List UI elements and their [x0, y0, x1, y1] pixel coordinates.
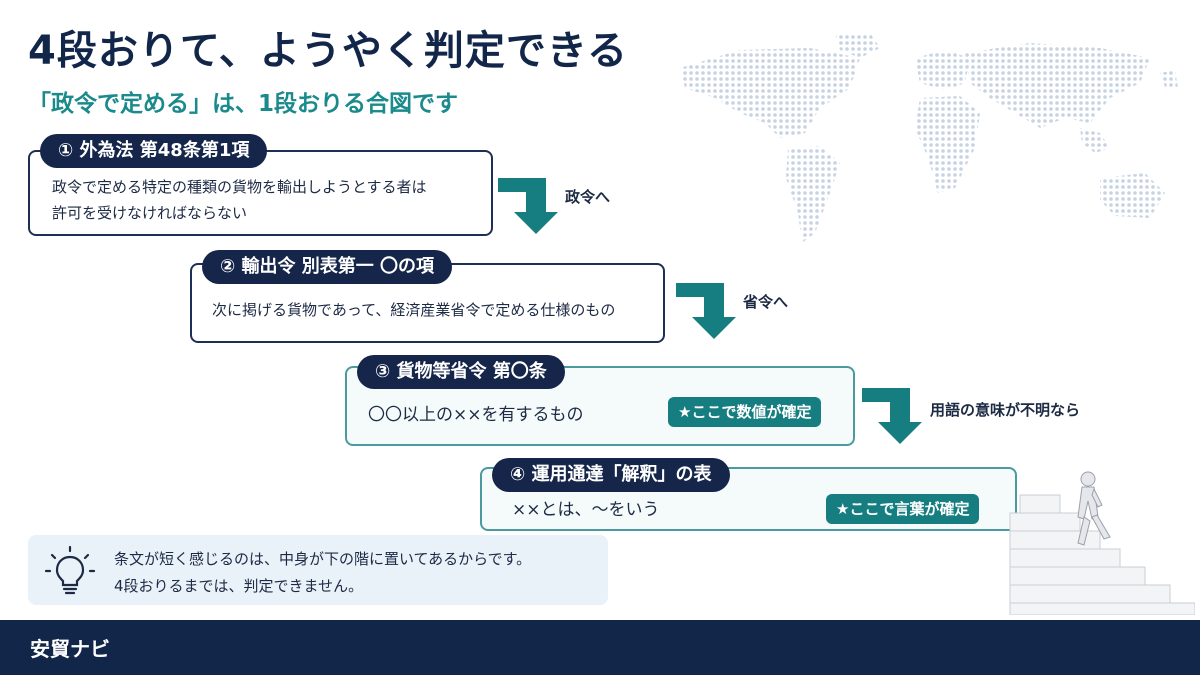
- step-4-badge: ★ここで言葉が確定: [826, 494, 980, 524]
- step-2-text: 次に掲げる貨物であって、経済産業省令で定める仕様のもの: [212, 301, 616, 319]
- step-3-badge: ★ここで数値が確定: [668, 397, 822, 427]
- arrow-label-3: 用語の意味が不明なら: [930, 401, 1081, 419]
- footer-brand: 安貿ナビ: [30, 637, 110, 661]
- arrow-label-1: 政令へ: [565, 188, 611, 206]
- tip-text-line-1: 条文が短く感じるのは、中身が下の階に置いてあるからです。: [114, 550, 532, 568]
- lightbulb-icon: [44, 545, 96, 595]
- step-1-text-line-2: 許可を受けなければならない: [52, 204, 248, 222]
- world-map-background: [680, 33, 1178, 243]
- down-arrow-icon-3: [862, 388, 922, 444]
- tip-text-line-2: 4段おりるまでは、判定できません。: [114, 577, 364, 595]
- step-4-text: ××とは、～をいう: [512, 500, 660, 520]
- step-4-header: ④ 運用通達「解釈」の表: [492, 458, 730, 492]
- tip-box: 条文が短く感じるのは、中身が下の階に置いてあるからです。 4段おりるまでは、判定…: [28, 535, 608, 605]
- footer-bar: 安貿ナビ: [0, 620, 1200, 675]
- page-title: 4段おりて、ようやく判定できる: [28, 28, 629, 74]
- down-arrow-icon-1: [498, 178, 558, 234]
- step-3-header: ③ 貨物等省令 第〇条: [357, 355, 565, 389]
- step-2-header: ② 輸出令 別表第一 〇の項: [202, 250, 453, 284]
- arrow-label-2: 省令へ: [743, 293, 789, 311]
- page-subtitle: 「政令で定める」は、1段おりる合図です: [28, 91, 459, 117]
- step-1-text-line-1: 政令で定める特定の種類の貨物を輸出しようとする者は: [52, 178, 427, 196]
- stairs-illustration: [1009, 471, 1195, 615]
- down-arrow-icon-2: [676, 283, 736, 339]
- step-3-text: 〇〇以上の××を有するもの: [368, 405, 584, 425]
- step-1-header: ① 外為法 第48条第1項: [40, 134, 268, 168]
